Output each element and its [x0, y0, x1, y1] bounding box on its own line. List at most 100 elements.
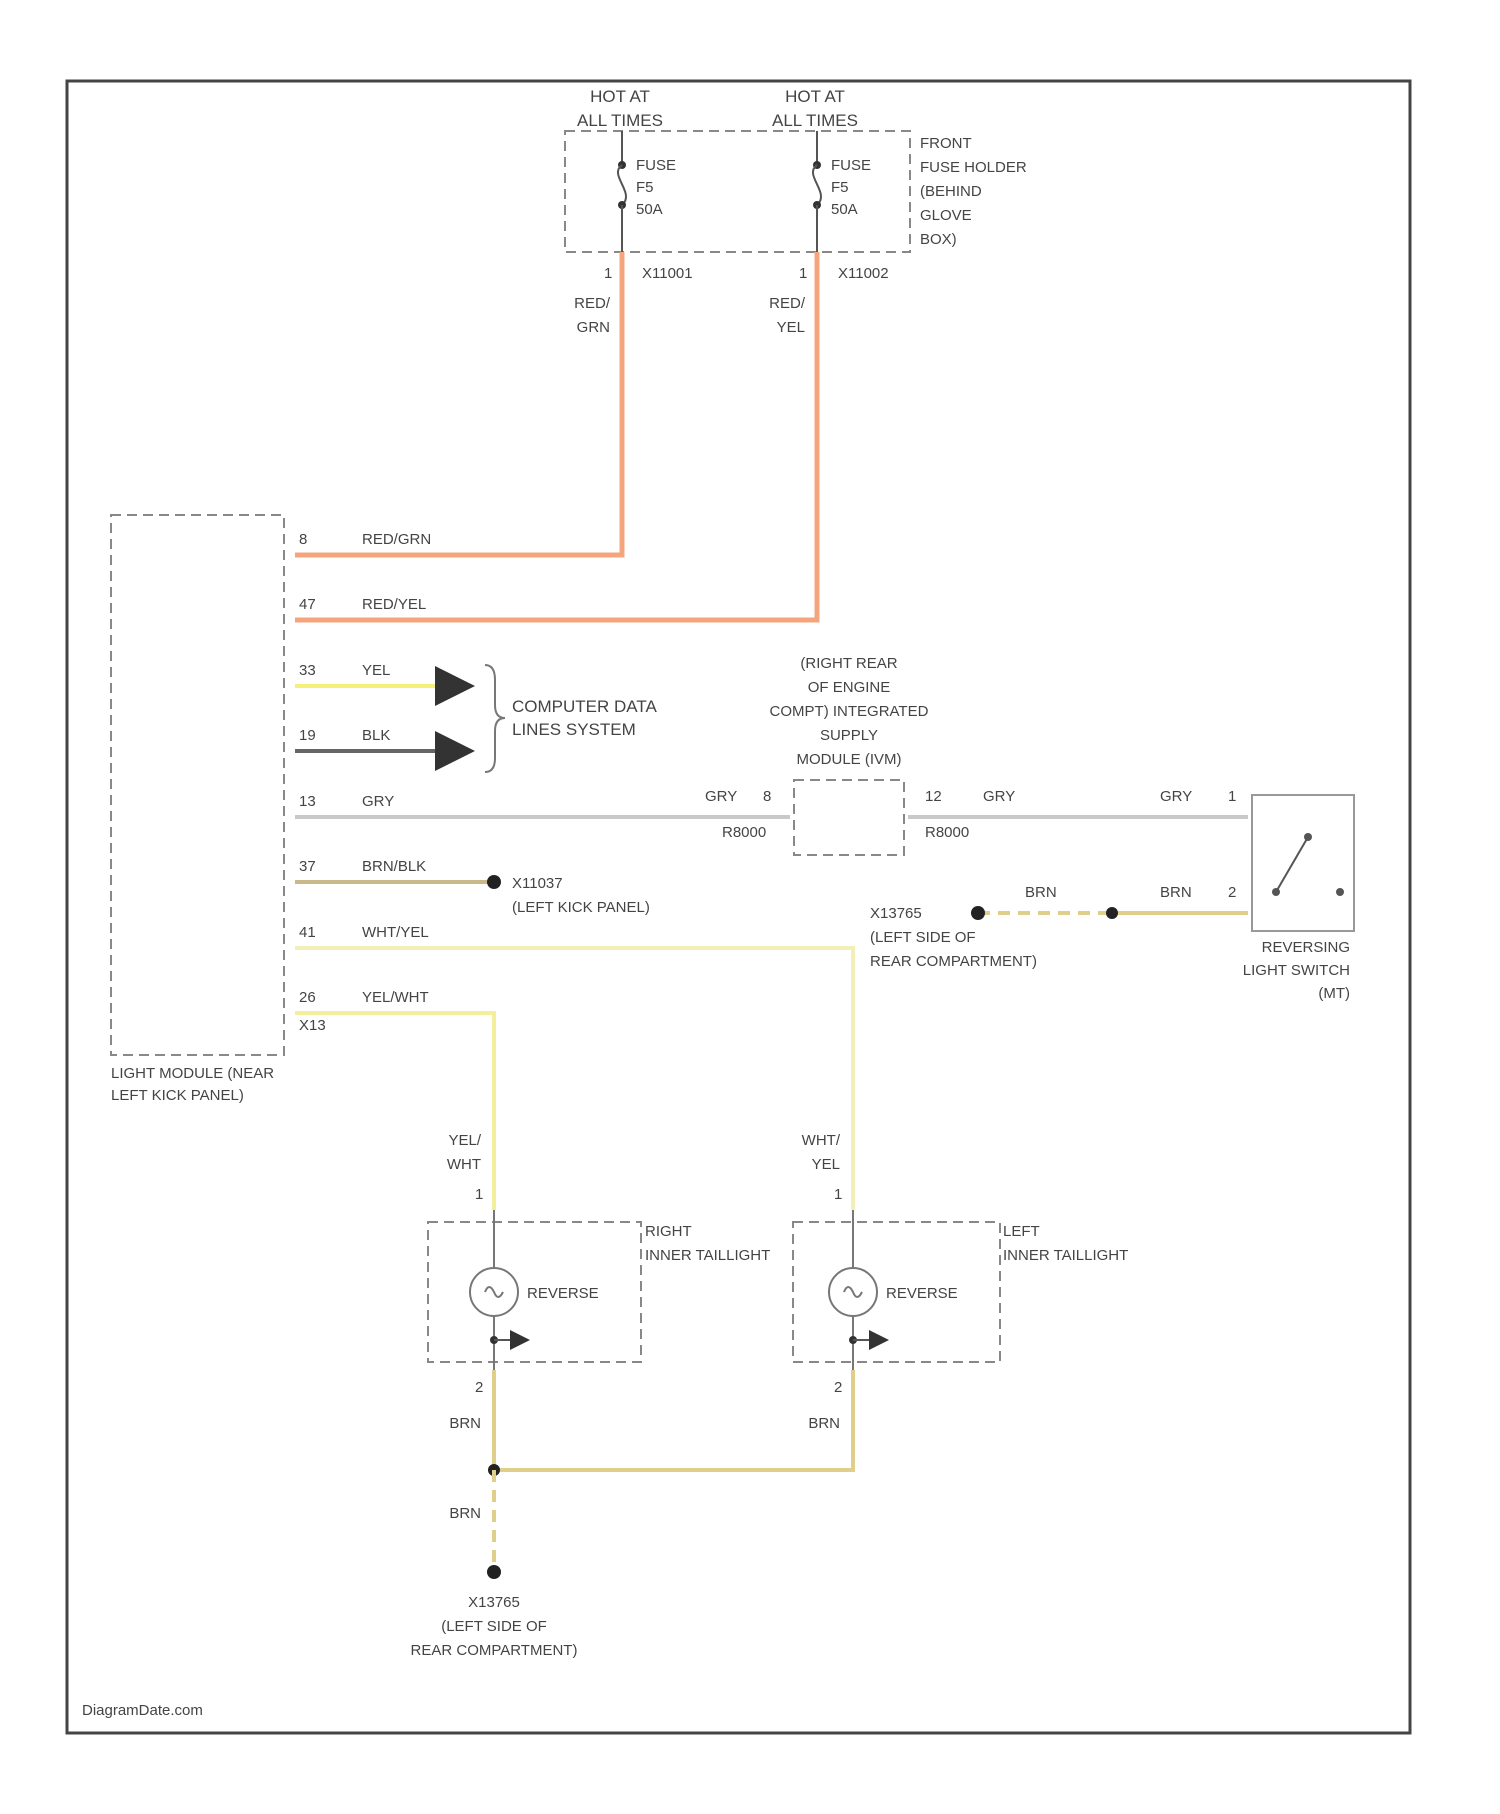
module-wire-13: GRY: [362, 793, 394, 810]
ground-node-kick: [487, 875, 501, 889]
pin-l-bottom: 2: [834, 1379, 842, 1396]
light-module-outline: [111, 515, 284, 1055]
supply-module-label-2: OF ENGINE: [808, 679, 891, 696]
power-wires: RED/ GRN RED/ YEL: [295, 252, 817, 620]
fuse-box-outline: [565, 131, 910, 252]
left-reverse-label: REVERSE: [886, 1285, 958, 1302]
watermark: DiagramDate.com: [82, 1702, 203, 1719]
wire-wht-yel-color-2: YEL: [812, 1156, 840, 1173]
fuse-1-pin: 1: [604, 265, 612, 282]
wire-yel-wht-color-2: WHT: [447, 1156, 481, 1173]
wire-brn-sw-label: BRN: [1160, 884, 1192, 901]
ground-node-sw: [971, 906, 985, 920]
ground-sw-label-2: (LEFT SIDE OF: [870, 929, 976, 946]
fuse-1-connector: X11001: [642, 265, 693, 282]
module-pin-41: 41: [299, 924, 316, 941]
module-wire-37: BRN/BLK: [362, 858, 426, 875]
brn-blk-ground: X11037 (LEFT KICK PANEL): [295, 875, 650, 916]
light-module-label-1: LIGHT MODULE (NEAR: [111, 1065, 274, 1082]
supply-module-label-5: MODULE (IVM): [797, 751, 902, 768]
supply-module-label-1: (RIGHT REAR: [800, 655, 897, 672]
right-taillight-label-1: RIGHT: [645, 1223, 692, 1240]
wire-red-grn-color-1: RED/: [574, 295, 611, 312]
ground-sw-label-1: X13765: [870, 905, 922, 922]
ground-node-bottom: [487, 1565, 501, 1579]
supply-module-label-3: COMPT) INTEGRATED: [770, 703, 929, 720]
fuse-2-element-icon: [813, 165, 821, 205]
wire-brn-l: [494, 1370, 853, 1470]
module-pin-13: 13: [299, 793, 316, 810]
wire-red-yel-color-1: RED/: [769, 295, 806, 312]
module-wire-8: RED/GRN: [362, 531, 431, 548]
fuse-2-rating: 50A: [831, 201, 858, 218]
pin-l-top: 1: [834, 1186, 842, 1203]
module-pin-19: 19: [299, 727, 316, 744]
fuse-holder-label-3: (BEHIND: [920, 183, 982, 200]
hot-label-2b: ALL TIMES: [772, 111, 858, 130]
supply-module-outline: [794, 780, 904, 855]
reversing-light-switch: REVERSING LIGHT SWITCH (MT): [1243, 795, 1354, 1002]
module-pin-47: 47: [299, 596, 316, 613]
switch-arm-icon: [1276, 837, 1308, 892]
data-lines-bracket: [485, 665, 505, 772]
ground-bottom-label-3: REAR COMPARTMENT): [411, 1642, 578, 1659]
pin-r-bottom: 2: [475, 1379, 483, 1396]
wire-brn-g-label: BRN: [1025, 884, 1057, 901]
fuse-holder-label-5: BOX): [920, 231, 957, 248]
switch-label-1: REVERSING: [1262, 939, 1350, 956]
wire-gry-b-pin: 12: [925, 788, 942, 805]
wire-yel-wht: [295, 1013, 494, 1210]
wire-brn-r-label: BRN: [449, 1415, 481, 1432]
ground-bottom-label-1: X13765: [468, 1594, 520, 1611]
fuse-1-element-icon: [618, 165, 626, 205]
computer-data-lines: COMPUTER DATA LINES SYSTEM: [295, 665, 657, 772]
fuse-box: HOT AT ALL TIMES HOT AT ALL TIMES FUSE F…: [565, 87, 1027, 282]
wire-brn-down-label: BRN: [449, 1505, 481, 1522]
right-bulb-filament-icon: [485, 1287, 503, 1297]
wire-brn-sw-pin: 2: [1228, 884, 1236, 901]
left-inner-taillight: REVERSE LEFT INNER TAILLIGHT: [793, 1210, 1128, 1370]
splice-node-sw: [1106, 907, 1118, 919]
hot-label-1a: HOT AT: [590, 87, 650, 106]
right-inner-taillight: REVERSE RIGHT INNER TAILLIGHT: [428, 1210, 770, 1370]
left-bulb-filament-icon: [844, 1287, 862, 1297]
fuse-2-name: FUSE: [831, 157, 871, 174]
wire-gry-sw-pin: 1: [1228, 788, 1236, 805]
module-pin-37: 37: [299, 858, 316, 875]
ground-sw-label-3: REAR COMPARTMENT): [870, 953, 1037, 970]
wire-red-grn: [295, 252, 622, 555]
conn-b-label: R8000: [925, 824, 969, 841]
module-wire-41: WHT/YEL: [362, 924, 429, 941]
ground-bottom-label-2: (LEFT SIDE OF: [441, 1618, 547, 1635]
wire-gry-a-label: GRY: [705, 788, 737, 805]
wire-red-yel: [295, 252, 817, 620]
fuse-holder-label-2: FUSE HOLDER: [920, 159, 1027, 176]
fuse-1-rating: 50A: [636, 201, 663, 218]
pin-r-top: 1: [475, 1186, 483, 1203]
module-pin-33: 33: [299, 662, 316, 679]
data-lines-label-2: LINES SYSTEM: [512, 720, 636, 739]
left-taillight-label-2: INNER TAILLIGHT: [1003, 1247, 1128, 1264]
wire-brn-l-label: BRN: [808, 1415, 840, 1432]
data-lines-label-1: COMPUTER DATA: [512, 697, 657, 716]
fuse-2-connector: X11002: [838, 265, 889, 282]
conn-a-label: R8000: [722, 824, 766, 841]
fuse-holder-label-1: FRONT: [920, 135, 972, 152]
fuse-2-pin: 1: [799, 265, 807, 282]
switch-outline: [1252, 795, 1354, 931]
light-module-connector: X13: [299, 1017, 326, 1034]
fuse-2-number: F5: [831, 179, 849, 196]
hot-label-1b: ALL TIMES: [577, 111, 663, 130]
light-module: LIGHT MODULE (NEAR LEFT KICK PANEL) X13 …: [111, 515, 431, 1104]
wire-gry-sw-label: GRY: [1160, 788, 1192, 805]
right-reverse-label: REVERSE: [527, 1285, 599, 1302]
diagram-frame: [67, 81, 1410, 1733]
fuse-holder-label-4: GLOVE: [920, 207, 972, 224]
switch-contact-c: [1336, 888, 1344, 896]
wire-wht-yel-color-1: WHT/: [802, 1132, 841, 1149]
taillight-grounds: 2 2 BRN BRN BRN X13765 (LEFT SIDE OF REA…: [411, 1370, 853, 1659]
module-wire-26: YEL/WHT: [362, 989, 429, 1006]
supply-module-label-4: SUPPLY: [820, 727, 878, 744]
wire-gry-b-label: GRY: [983, 788, 1015, 805]
